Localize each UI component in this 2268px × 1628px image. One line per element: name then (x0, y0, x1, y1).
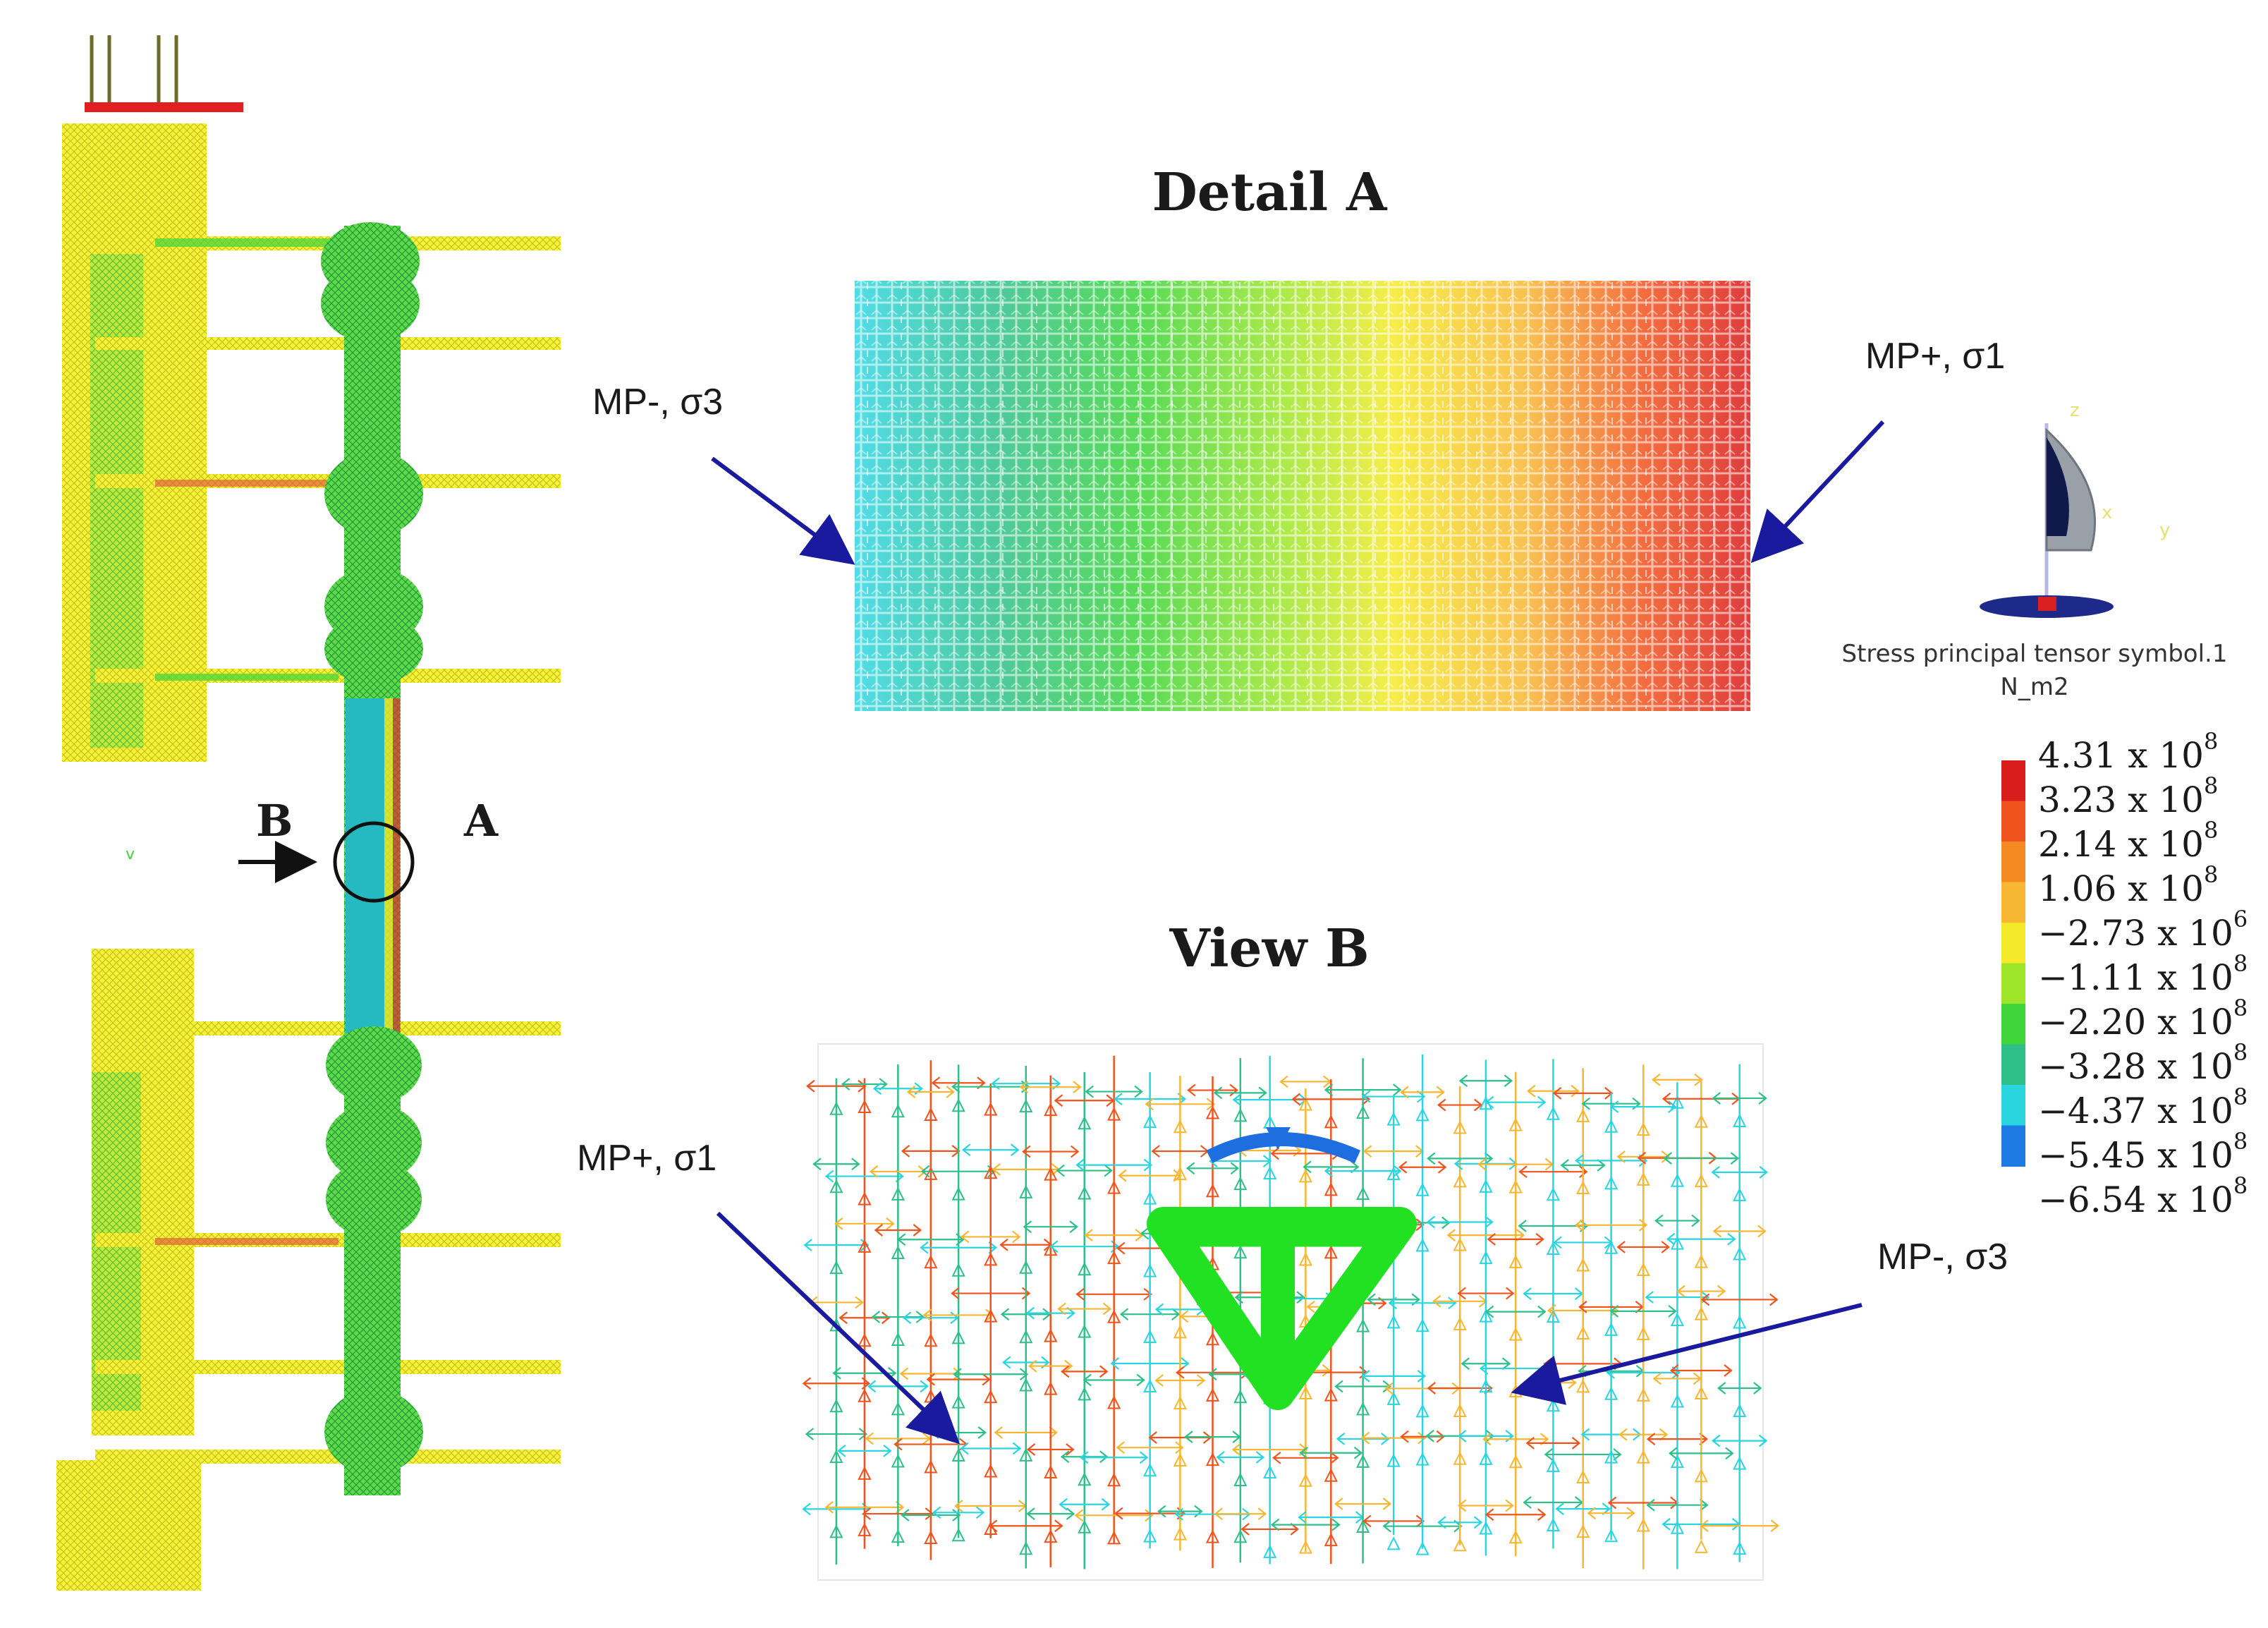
detail-a-circle (333, 821, 415, 903)
legend-value: −5.45 x 108 (2038, 1128, 2248, 1176)
legend-value: −2.73 x 106 (2038, 906, 2248, 954)
arrow-view-b-right (1511, 1303, 1862, 1405)
triad-axis-z: z (2070, 400, 2080, 421)
legend-value: 3.23 x 108 (2038, 772, 2219, 820)
legend-swatch (2001, 760, 2025, 802)
legend-value: 2.14 x 108 (2038, 817, 2219, 865)
legend-swatch (2001, 923, 2025, 964)
minor-mark: v (126, 846, 135, 863)
legend-swatch (2001, 801, 2025, 842)
triad-axis-y: y (2159, 520, 2170, 541)
legend-unit: N_m2 (2000, 673, 2068, 701)
legend-value: −2.20 x 108 (2038, 995, 2248, 1043)
upper-left-inner-strip (90, 254, 143, 748)
pointer-arrows (711, 420, 1885, 1445)
arrow-detail-a-left (711, 456, 855, 565)
view-b-left-label: MP+, σ1 (577, 1138, 717, 1179)
detail-a-stripes (867, 282, 1714, 709)
legend-value: 4.31 x 108 (2038, 728, 2219, 776)
view-b-right-label: MP-, σ3 (1877, 1237, 2008, 1277)
legend-swatch (2001, 1125, 2025, 1167)
bottom-block (56, 1460, 201, 1591)
central-column-tension-zone (346, 698, 384, 1044)
marker-a: A (463, 795, 499, 846)
detail-a-right-label: MP+, σ1 (1865, 336, 2006, 377)
legend-value: −1.11 x 108 (2038, 950, 2248, 998)
legend-colorbar (2001, 760, 2025, 1167)
view-b-section-shape (1147, 1127, 1417, 1410)
detail-a-title: Detail A (1152, 162, 1388, 223)
load-plate (85, 102, 243, 112)
legend-swatch (2001, 842, 2025, 883)
detail-a-tensor-glyphs (855, 281, 1750, 711)
arrow-view-b-left (716, 1211, 961, 1445)
legend-title: Stress principal tensor symbol.1 (1842, 640, 2228, 668)
triad-axis-x: x (2102, 502, 2112, 523)
legend-value: −4.37 x 108 (2038, 1083, 2248, 1131)
view-b-title: View B (1169, 918, 1369, 979)
view-b-panel (802, 1043, 1780, 1581)
legend-swatch (2001, 1044, 2025, 1086)
legend-swatch (2001, 963, 2025, 1004)
marker-b: B (256, 795, 293, 846)
axis-triad: z x y (1980, 400, 2170, 618)
legend-value: 1.06 x 108 (2038, 861, 2219, 909)
legend-swatch (2001, 882, 2025, 923)
legend-swatch (2001, 1085, 2025, 1126)
arrow-detail-a-right (1750, 420, 1885, 564)
connection-nodes (321, 222, 423, 1474)
load-arrows (85, 35, 243, 112)
detail-a-panel (855, 281, 1750, 711)
legend-value: −3.28 x 108 (2038, 1039, 2248, 1087)
detail-a-left-label: MP-, σ3 (592, 382, 724, 423)
horizontal-arms (95, 236, 561, 1464)
legend-swatch (2001, 1004, 2025, 1045)
fe-structure-model (56, 35, 561, 1591)
legend-value: −6.54 x 108 (2038, 1172, 2248, 1220)
